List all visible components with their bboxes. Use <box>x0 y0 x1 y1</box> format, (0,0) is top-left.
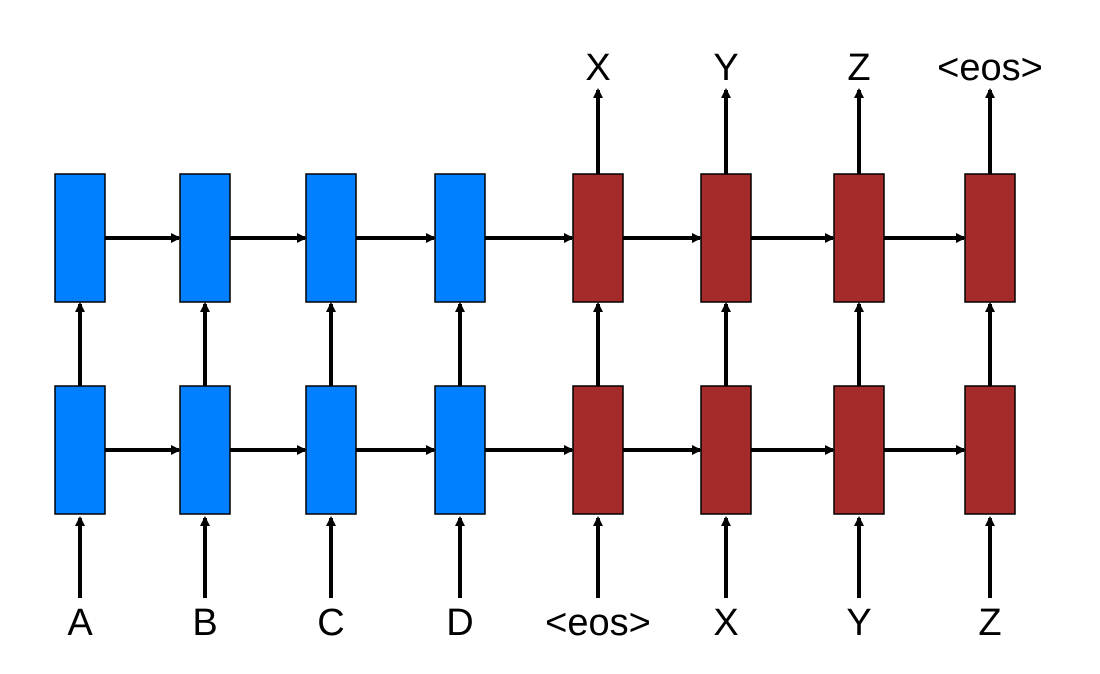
decoder-cell-layer2-3 <box>964 173 1016 303</box>
decoder-output-label-1: Y <box>713 47 738 89</box>
decoder-cell-layer2-0 <box>572 173 624 303</box>
decoder-input-label-0: <eos> <box>545 602 651 644</box>
encoder-cell-layer1-0 <box>54 385 106 515</box>
arrow-layer <box>75 88 995 598</box>
encoder-cell-layer2-3 <box>434 173 486 303</box>
encoder-input-label-1: B <box>192 602 217 644</box>
decoder-cell-layer1-2 <box>833 385 885 515</box>
cell-layer <box>54 173 1016 515</box>
decoder-input-label-1: X <box>713 602 738 644</box>
encoder-cell-layer2-2 <box>305 173 357 303</box>
decoder-cell-layer2-2 <box>833 173 885 303</box>
encoder-input-label-3: D <box>446 602 473 644</box>
encoder-cell-layer1-2 <box>305 385 357 515</box>
decoder-cell-layer2-1 <box>700 173 752 303</box>
decoder-output-label-2: Z <box>847 47 870 89</box>
encoder-cell-layer1-1 <box>179 385 231 515</box>
label-layer: A B C D <eos> X X Y Y Z Z <eos> <box>67 47 1043 644</box>
decoder-output-label-0: X <box>585 47 610 89</box>
encoder-input-label-2: C <box>317 602 344 644</box>
decoder-cell-layer1-0 <box>572 385 624 515</box>
encoder-cell-layer1-3 <box>434 385 486 515</box>
decoder-input-label-3: Z <box>978 602 1001 644</box>
encoder-cell-layer2-1 <box>179 173 231 303</box>
encoder-cell-layer2-0 <box>54 173 106 303</box>
decoder-output-label-3: <eos> <box>937 47 1043 89</box>
decoder-input-label-2: Y <box>846 602 871 644</box>
decoder-cell-layer1-1 <box>700 385 752 515</box>
encoder-input-label-0: A <box>67 602 93 644</box>
decoder-cell-layer1-3 <box>964 385 1016 515</box>
